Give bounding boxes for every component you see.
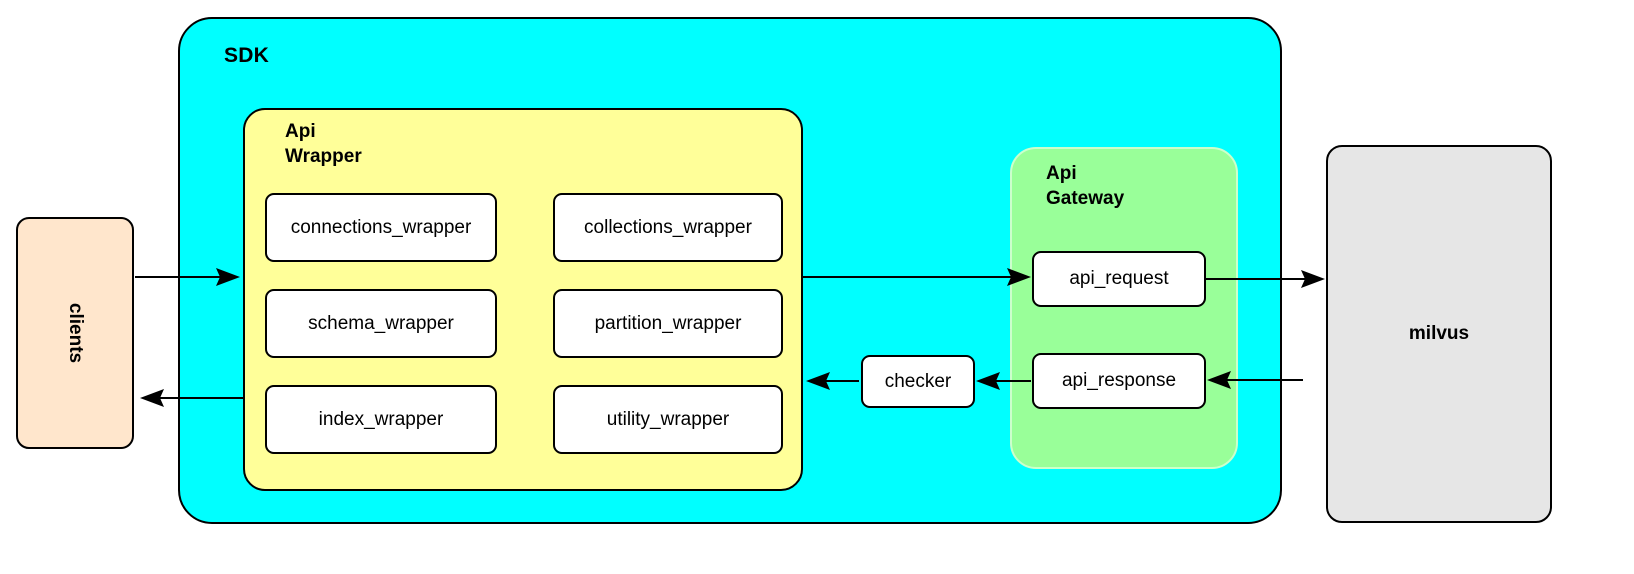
module-collections-wrapper[interactable]: collections_wrapper — [553, 193, 783, 262]
api-gateway-container[interactable]: Api Gateway — [1010, 147, 1238, 469]
module-label: index_wrapper — [318, 408, 444, 430]
module-api-request[interactable]: api_request — [1032, 251, 1206, 307]
module-partition-wrapper[interactable]: partition_wrapper — [553, 289, 783, 358]
module-label: collections_wrapper — [584, 216, 752, 238]
module-api-response[interactable]: api_response — [1032, 353, 1206, 409]
checker-node[interactable]: checker — [861, 355, 975, 408]
module-label: api_response — [1061, 370, 1177, 391]
module-utility-wrapper[interactable]: utility_wrapper — [553, 385, 783, 454]
clients-node[interactable]: clients — [16, 217, 134, 449]
module-connections-wrapper[interactable]: connections_wrapper — [265, 193, 497, 262]
module-label: connections_wrapper — [290, 216, 472, 238]
module-schema-wrapper[interactable]: schema_wrapper — [265, 289, 497, 358]
module-index-wrapper[interactable]: index_wrapper — [265, 385, 497, 454]
milvus-node[interactable]: milvus — [1326, 145, 1552, 523]
api-gateway-label: Api Gateway — [1046, 163, 1125, 209]
clients-label: clients — [64, 302, 86, 364]
milvus-label: milvus — [1408, 323, 1470, 344]
module-label: utility_wrapper — [606, 408, 730, 430]
module-label: api_request — [1069, 268, 1169, 289]
module-label: partition_wrapper — [594, 312, 742, 334]
api-wrapper-label: Api Wrapper — [285, 121, 362, 167]
checker-label: checker — [884, 370, 952, 392]
sdk-label: SDK — [224, 44, 269, 67]
module-label: schema_wrapper — [308, 312, 454, 334]
